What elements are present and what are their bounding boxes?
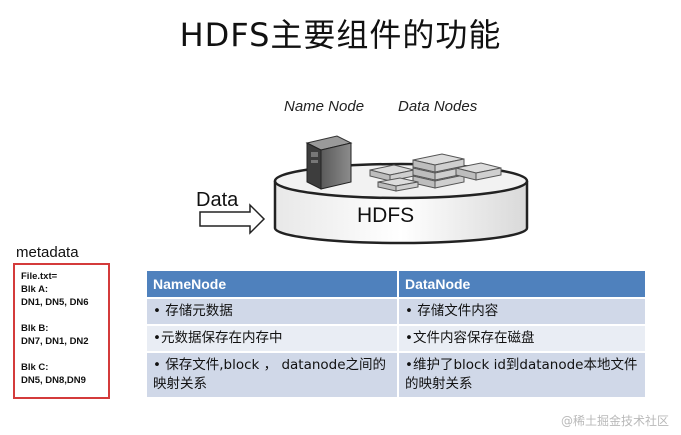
- data-label: Data: [196, 189, 239, 211]
- column-header-namenode: NameNode: [147, 271, 399, 298]
- hdfs-diagram: Name Node Data Nodes Data HDFS: [180, 88, 540, 263]
- metadata-line: Blk C:: [21, 362, 49, 373]
- table-cell: • 存储文件内容: [398, 297, 647, 325]
- metadata-line: DN5, DN8,DN9: [21, 375, 86, 386]
- metadata-line: File.txt=: [21, 271, 58, 282]
- table-cell: •维护了block id到datanode本地文件的映射关系: [398, 351, 647, 397]
- metadata-box: File.txt= Blk A: DN1, DN5, DN6 Blk B: DN…: [13, 263, 110, 399]
- page-title: HDFS主要组件的功能: [179, 16, 502, 54]
- table-cell: • 存储元数据: [147, 297, 399, 325]
- hdfs-diagram-graphic: [199, 135, 529, 245]
- metadata-line: Blk A:: [21, 284, 49, 295]
- metadata-line: DN7, DN1, DN2: [21, 336, 89, 347]
- table-cell: •文件内容保存在磁盘: [398, 324, 647, 352]
- column-header-datanode: DataNode: [398, 271, 647, 298]
- table-row: • 存储元数据 • 存储文件内容: [147, 297, 647, 325]
- table-row: •元数据保存在内存中 •文件内容保存在磁盘: [147, 324, 647, 352]
- table-cell: •元数据保存在内存中: [147, 324, 399, 352]
- data-nodes-servers-icon: [369, 153, 502, 192]
- metadata-line: DN1, DN5, DN6: [21, 297, 89, 308]
- table-header-row: NameNode DataNode: [147, 271, 647, 298]
- data-arrow-icon: [199, 203, 266, 235]
- table-cell: • 保存文件,block ， datanode之间的映射关系: [147, 351, 399, 397]
- watermark: @稀土掘金技术社区: [560, 414, 669, 428]
- metadata-line: Blk B:: [21, 323, 49, 334]
- hdfs-label: HDFS: [357, 204, 415, 227]
- metadata-title: metadata: [16, 244, 79, 261]
- comparison-table: NameNode DataNode • 存储元数据 • 存储文件内容 •元数据保…: [147, 271, 647, 397]
- metadata-spacer: [21, 309, 108, 322]
- metadata-spacer: [21, 348, 108, 361]
- table-row: • 保存文件,block ， datanode之间的映射关系 •维护了block…: [147, 351, 647, 397]
- data-nodes-label: Data Nodes: [398, 98, 478, 115]
- name-node-server-icon: [305, 135, 353, 190]
- name-node-label: Name Node: [284, 98, 365, 115]
